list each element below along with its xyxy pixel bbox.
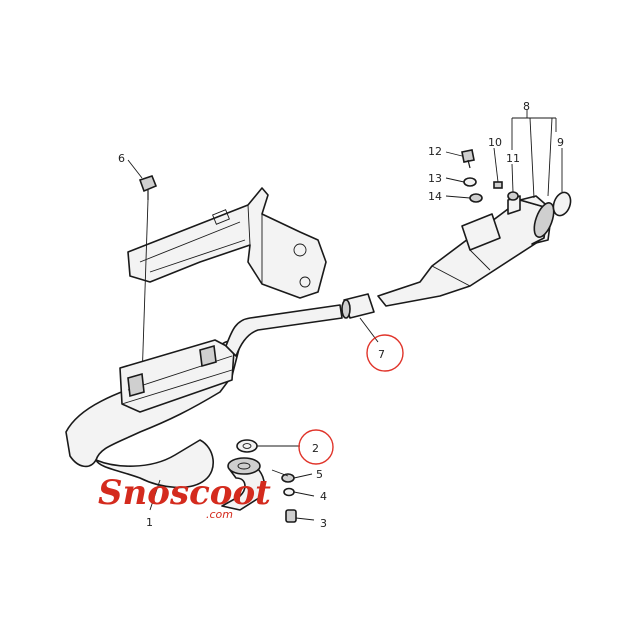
gasket-2 bbox=[236, 439, 300, 453]
callout-1: 1 bbox=[146, 516, 153, 529]
callout-2: 2 bbox=[312, 442, 319, 455]
callout-14: 14 bbox=[428, 190, 442, 203]
stud-3 bbox=[285, 509, 315, 523]
washer-4 bbox=[283, 487, 315, 497]
washer-13 bbox=[463, 177, 477, 187]
nut-14 bbox=[469, 193, 483, 203]
nut-11 bbox=[507, 163, 519, 201]
screw-10 bbox=[493, 147, 503, 189]
callout-13: 13 bbox=[428, 172, 442, 185]
callout-12: 12 bbox=[428, 145, 442, 158]
muffler-8 bbox=[377, 195, 555, 307]
exhaust-pipe-1 bbox=[65, 304, 343, 511]
logo-main-text: Snoscoot bbox=[98, 473, 271, 513]
callout-7: 7 bbox=[378, 348, 385, 361]
callout-10: 10 bbox=[488, 136, 502, 149]
joint-7 bbox=[341, 293, 379, 343]
highlight-circle-2 bbox=[298, 429, 334, 465]
ring-9 bbox=[552, 148, 572, 217]
callout-3: 3 bbox=[320, 517, 327, 530]
callout-6: 6 bbox=[118, 152, 125, 165]
logo-sub-text: .com bbox=[206, 508, 233, 521]
nut-5 bbox=[281, 473, 313, 483]
callout-8-leader bbox=[511, 110, 557, 199]
snoscoot-logo: Snoscoot .com bbox=[98, 473, 271, 521]
callout-11: 11 bbox=[506, 152, 520, 165]
highlight-circle-7 bbox=[366, 334, 404, 372]
bolt-6 bbox=[138, 175, 158, 381]
callout-8: 8 bbox=[523, 100, 530, 113]
callout-4: 4 bbox=[320, 490, 327, 503]
bolt-12 bbox=[461, 149, 475, 169]
callout-5: 5 bbox=[316, 468, 323, 481]
mounting-bracket bbox=[127, 187, 327, 299]
callout-9: 9 bbox=[557, 136, 564, 149]
